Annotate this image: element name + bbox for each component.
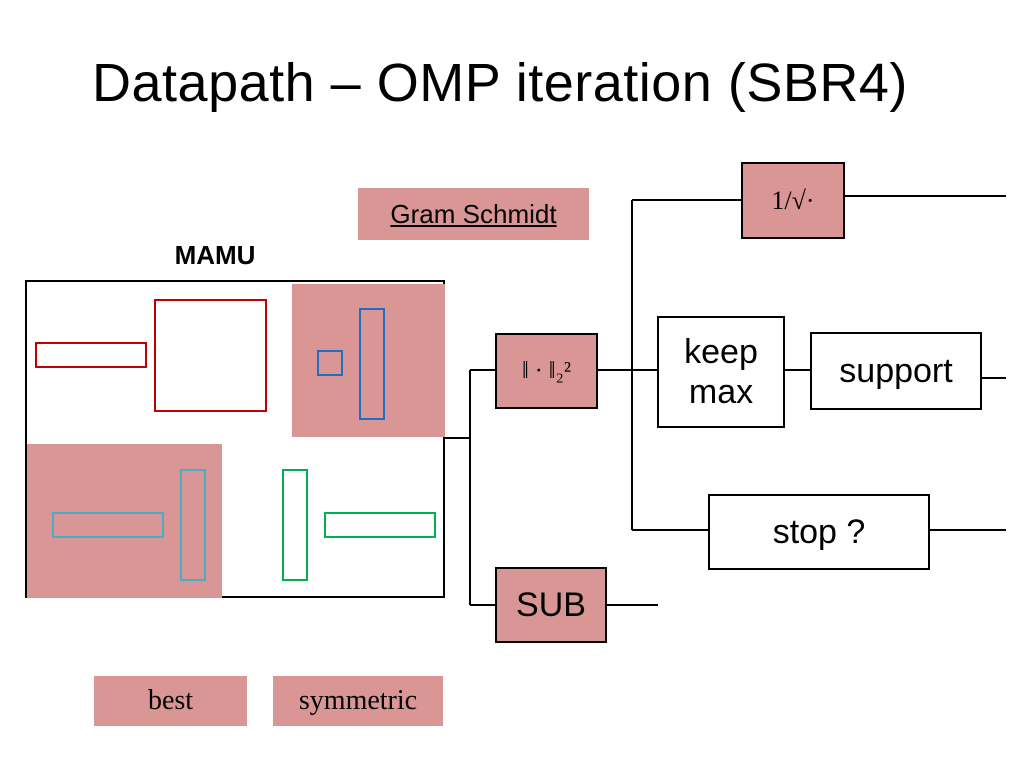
norm-block: ‖ · ‖₂²	[495, 333, 598, 409]
support-label: support	[839, 351, 953, 390]
green-vector-vertical	[282, 469, 308, 581]
blue-vector-vertical	[359, 308, 385, 420]
legend-best: best	[94, 676, 247, 726]
norm-label: ‖ · ‖₂²	[521, 357, 572, 384]
mamu-block	[25, 280, 445, 598]
page-title: Datapath – OMP iteration (SBR4)	[92, 53, 908, 113]
lightblue-vector-horizontal	[52, 512, 164, 538]
lightblue-vector-vertical	[180, 469, 206, 581]
red-vector-horizontal	[35, 342, 147, 368]
sub-label: SUB	[516, 585, 586, 624]
inv-sqrt-label: 1/√·	[771, 185, 815, 215]
legend-symmetric: symmetric	[273, 676, 443, 726]
blue-element-small	[317, 350, 343, 376]
gram-schmidt-label: Gram Schmidt	[358, 188, 589, 240]
stop-block: stop ?	[708, 494, 930, 570]
support-block: support	[810, 332, 982, 410]
keep-max-block: keep max	[657, 316, 785, 428]
red-matrix-square	[154, 299, 267, 412]
keep-max-label: keep max	[684, 333, 758, 411]
sub-block: SUB	[495, 567, 607, 643]
inv-sqrt-block: 1/√·	[741, 162, 845, 239]
stop-label: stop ?	[772, 512, 866, 551]
mamu-label: MAMU	[174, 240, 256, 270]
green-vector-horizontal	[324, 512, 436, 538]
